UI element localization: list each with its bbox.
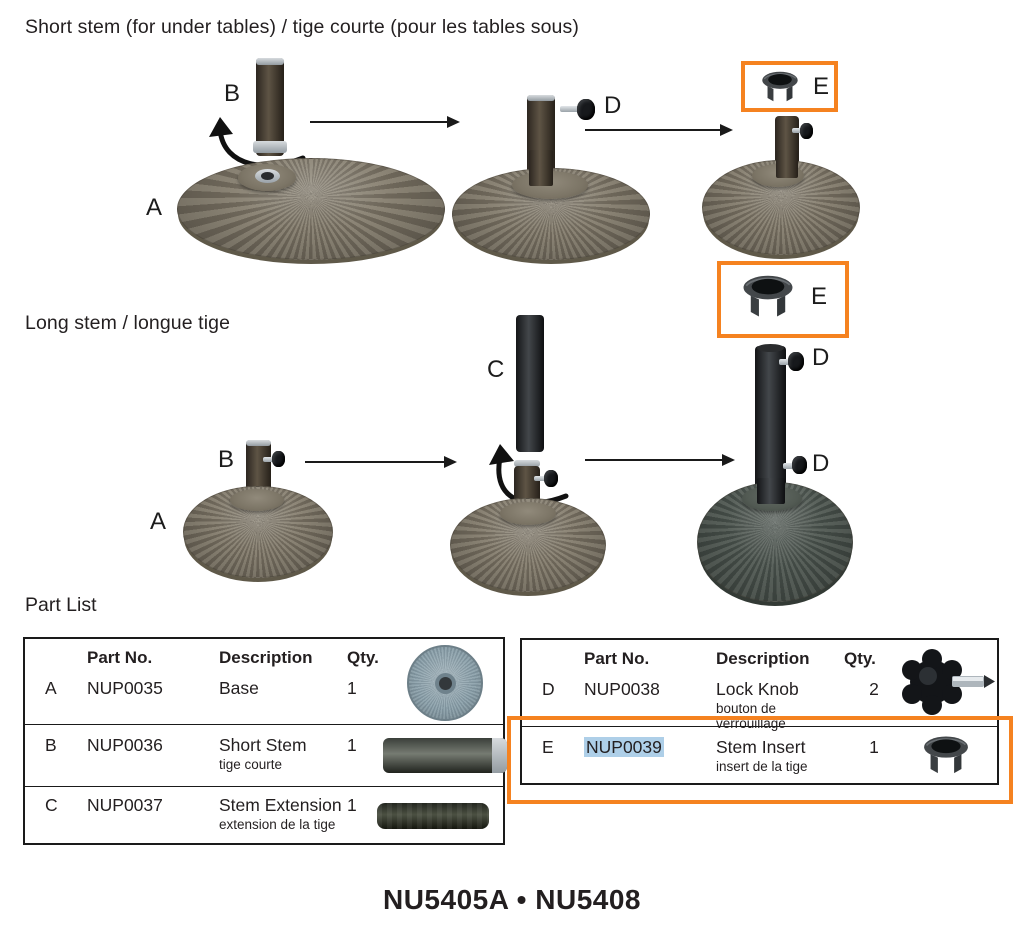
lock-knob-icon [272, 451, 285, 467]
label-base-a: A [150, 508, 167, 535]
long-stem-photo [755, 346, 786, 494]
table-row: B NUP0036 Short Stem tige courte 1 [25, 725, 503, 772]
stem-lower [757, 478, 785, 504]
table-row: C NUP0037 Stem Extension extension de la… [25, 787, 503, 832]
lock-knob-icon [577, 99, 595, 120]
label-extension-c: C [487, 356, 505, 383]
stem-insert-icon [924, 736, 968, 774]
parts-table-left: Part No. Description Qty. A NUP0035 Base… [23, 637, 507, 845]
lock-knob-screw [534, 476, 547, 481]
lock-knob-screw [783, 463, 796, 469]
part-no-cell: NUP0037 [87, 795, 163, 815]
base-top-icon [407, 645, 483, 721]
stem-thread-collar [253, 141, 287, 153]
base-photo [702, 160, 860, 255]
base-hub [500, 502, 556, 525]
stem-insert-icon [762, 71, 798, 102]
qty-cell: 1 [347, 795, 357, 815]
label-knob-d: D [604, 92, 622, 119]
stem-top-cap [514, 460, 540, 467]
lock-knob-screw [263, 457, 275, 462]
base-socket-hole [261, 172, 274, 180]
col-header-part-no: Part No. [87, 648, 153, 667]
table-section-b: B NUP0036 Short Stem tige courte 1 [25, 724, 507, 786]
part-key-cell: E [542, 737, 554, 757]
parts-table-right: Part No. Description Qty. D NUP0038 Lock… [520, 638, 999, 785]
description-fr: extension de la tige [219, 817, 336, 832]
stem-lower [776, 150, 798, 178]
label-knob-d-mid: D [812, 450, 830, 477]
description-cell: Stem Extension extension de la tige [219, 795, 347, 832]
lock-knob-icon [902, 649, 995, 715]
label-short-stem-b: B [218, 446, 235, 473]
base-photo [177, 158, 445, 260]
table-section-e: E NUP0039 Stem Insert insert de la tige … [522, 726, 997, 783]
col-header-description: Description [219, 648, 313, 667]
model-numbers: NU5405A • NU5408 [382, 884, 641, 915]
short-stem-section-title: Short stem (for under tables) / tige cou… [25, 16, 579, 38]
qty-cell: 1 [347, 678, 357, 698]
stem-top-cap [246, 440, 271, 446]
lock-knob-icon [544, 470, 558, 487]
stem-insert-callout: E [717, 261, 849, 338]
stem-extension-icon [377, 803, 489, 829]
stem-insert-icon [743, 275, 793, 317]
step-arrow-icon [310, 116, 460, 128]
long-stem-section-title: Long stem / longue tige [25, 312, 231, 334]
label-insert-e: E [813, 73, 830, 100]
part-no-cell: NUP0035 [87, 678, 163, 698]
part-key-cell: D [542, 679, 555, 699]
description-fr: tige courte [219, 757, 283, 772]
step-arrow-icon [585, 124, 733, 136]
lock-knob-screw [779, 359, 792, 365]
step-arrow-icon [305, 456, 457, 468]
description-cell: Stem Insert insert de la tige [716, 737, 844, 774]
lock-knob-screw [792, 128, 804, 133]
table-section-a: Part No. Description Qty. A NUP0035 Base… [25, 639, 503, 724]
part-key-cell: C [45, 795, 58, 815]
part-key-cell: B [45, 735, 57, 755]
part-no-cell: NUP0038 [584, 679, 660, 699]
description-fr: insert de la tige [716, 759, 808, 774]
qty-cell: 2 [869, 679, 879, 699]
part-list-title: Part List [25, 594, 97, 616]
stem-extension-photo [516, 315, 544, 452]
part-no-cell: NUP0039 [584, 737, 716, 758]
description-cell: Base [219, 678, 259, 698]
col-header-part-no: Part No. [584, 649, 650, 668]
label-insert-e: E [811, 283, 828, 310]
label-base-a: A [146, 194, 163, 221]
col-header-qty: Qty. [347, 648, 379, 667]
selected-part-no: NUP0039 [584, 737, 664, 757]
table-row: E NUP0039 Stem Insert insert de la tige … [522, 727, 997, 774]
part-key-cell: A [45, 678, 57, 698]
label-short-stem-b: B [224, 80, 241, 107]
step-arrow-icon [585, 454, 735, 466]
qty-cell: 1 [869, 737, 879, 757]
description-cell: Lock Knob bouton de verrouillage [716, 679, 844, 731]
table-section-d: Part No. Description Qty. D NUP0038 Lock… [522, 640, 997, 731]
short-stem-photo [256, 58, 284, 156]
col-header-description: Description [716, 649, 810, 668]
table-section-c: C NUP0037 Stem Extension extension de la… [25, 786, 503, 843]
stem-lower [529, 150, 553, 186]
lock-knob-icon [800, 123, 813, 139]
stem-opening [757, 344, 784, 352]
label-knob-d-top: D [812, 344, 830, 371]
lock-knob-icon [788, 352, 804, 371]
qty-cell: 1 [347, 735, 357, 755]
stem-insert-callout: E [741, 61, 838, 112]
lock-knob-icon [792, 456, 807, 474]
stem-top-cap [527, 95, 555, 101]
short-stem-icon [383, 738, 507, 773]
table-row: A NUP0035 Base 1 [25, 678, 503, 699]
part-no-cell: NUP0036 [87, 735, 163, 755]
base-hub [230, 489, 284, 511]
lock-knob-screw [560, 106, 579, 112]
stem-top-cap [256, 58, 284, 65]
description-cell: Short Stem tige courte [219, 735, 347, 772]
col-header-qty: Qty. [844, 649, 876, 668]
